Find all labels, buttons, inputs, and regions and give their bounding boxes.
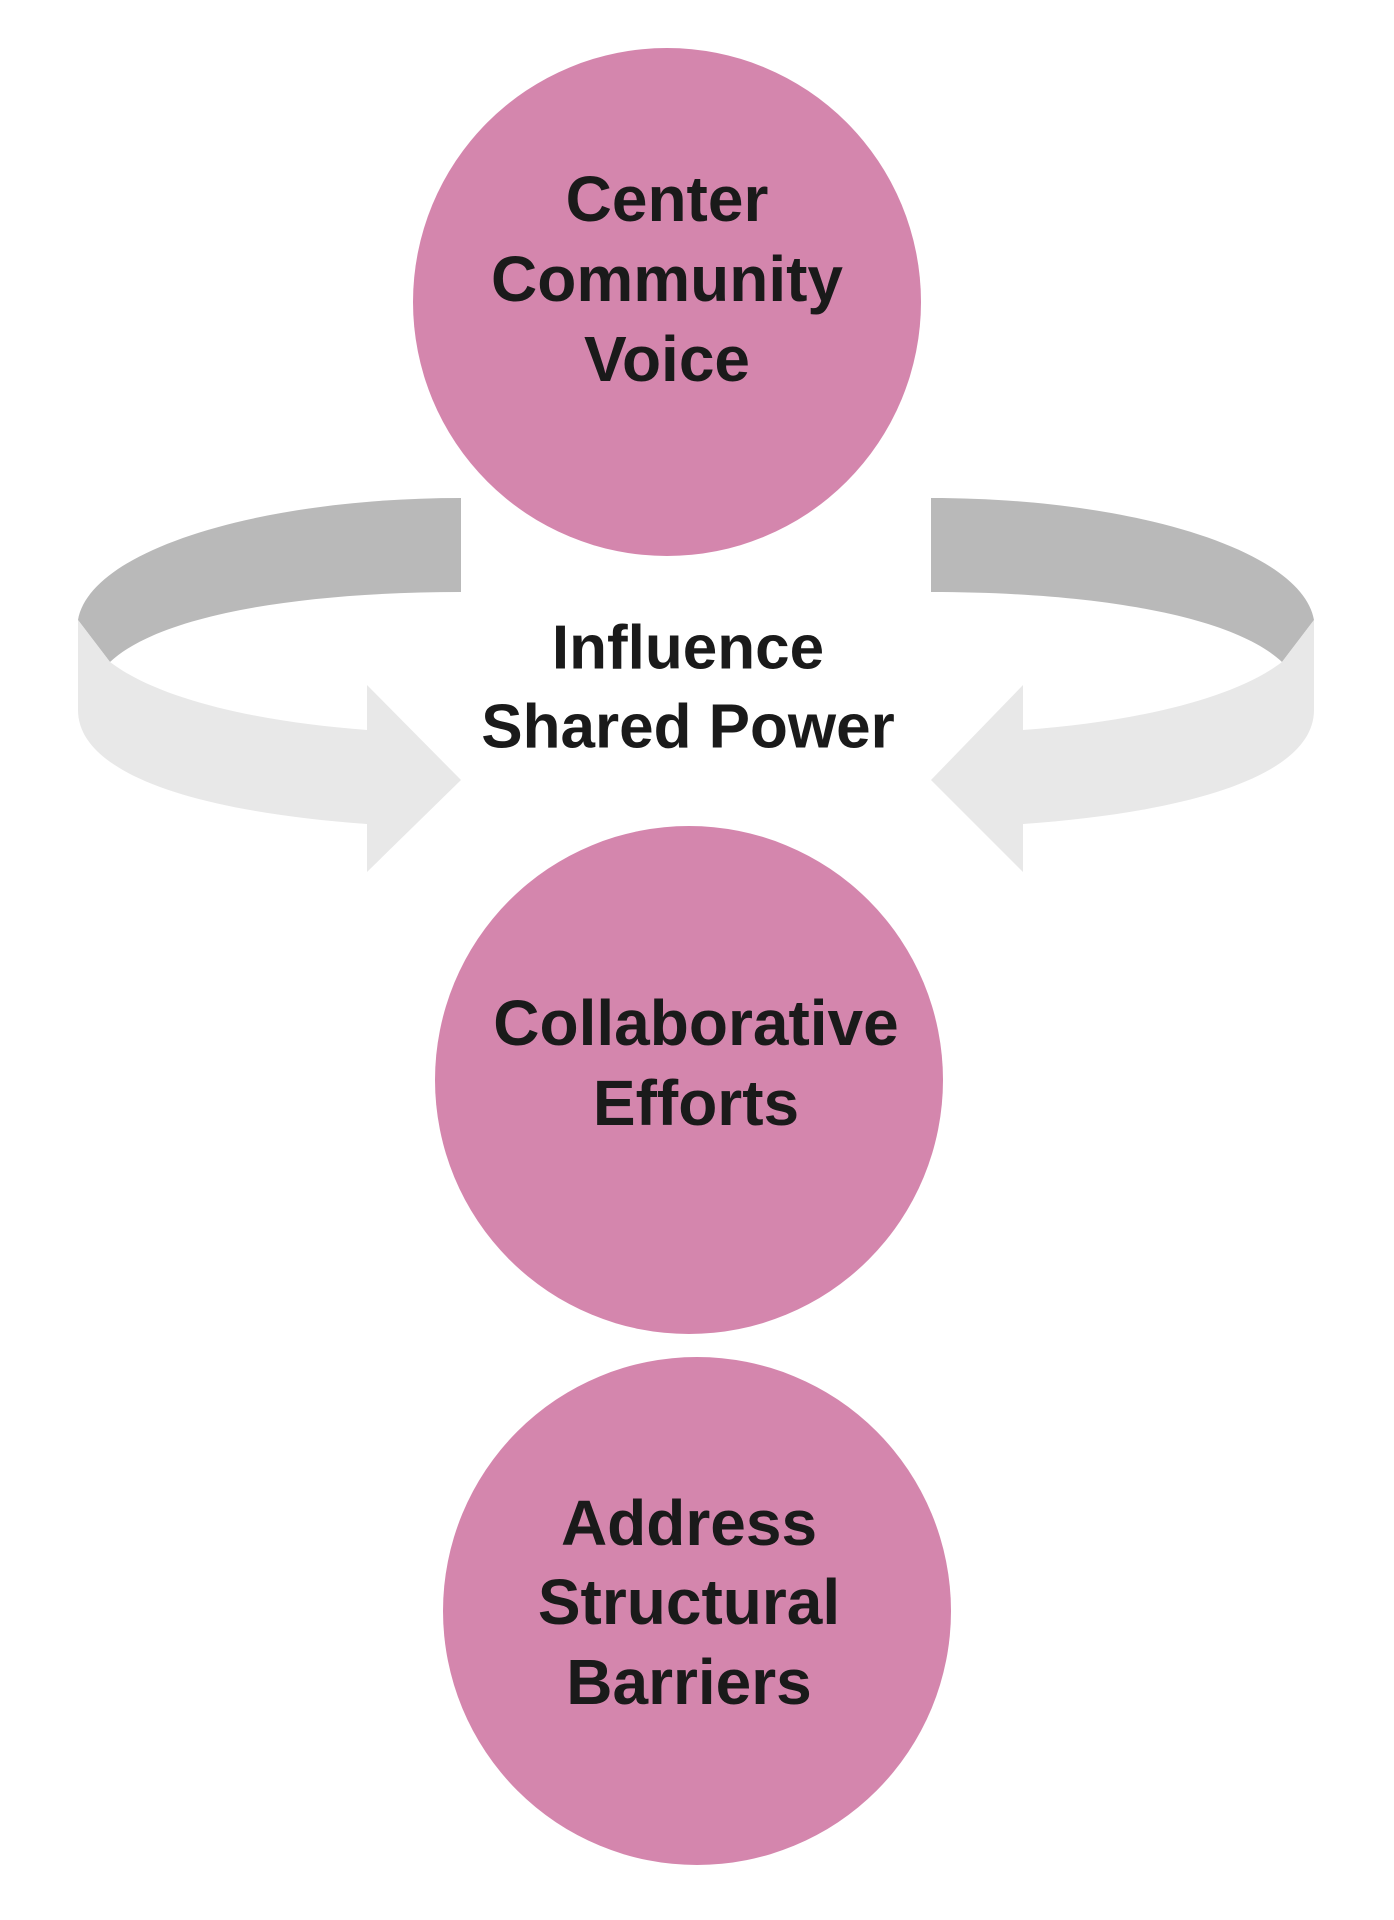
center-label-line-2: Shared Power [481, 692, 894, 761]
center-label-line-1: Influence [552, 613, 824, 682]
node-label-line: Barriers [566, 1646, 812, 1718]
node-collaborative-efforts: Collaborative Efforts [435, 826, 943, 1334]
center-label: Influence Shared Power [481, 613, 894, 761]
node-label-line: Collaborative [493, 987, 898, 1059]
right-arrow-front-band [931, 620, 1314, 872]
node-label-line: Address [561, 1487, 817, 1559]
right-arrow-back-band [931, 498, 1314, 662]
node-circle [443, 1357, 951, 1865]
node-circle [435, 826, 943, 1334]
left-cycle-arrow [78, 498, 461, 872]
node-label-line: Center [566, 163, 769, 235]
node-label-line: Efforts [593, 1067, 799, 1139]
node-label-line: Structural [538, 1566, 840, 1638]
node-center-community-voice: Center Community Voice [413, 48, 921, 556]
node-label-line: Community [491, 243, 843, 315]
left-arrow-front-band [78, 620, 461, 872]
node-address-structural-barriers: Address Structural Barriers [443, 1357, 951, 1865]
left-arrow-back-band [78, 498, 461, 662]
right-cycle-arrow [931, 498, 1314, 872]
node-label-line: Voice [584, 323, 750, 395]
node-circle [413, 48, 921, 556]
